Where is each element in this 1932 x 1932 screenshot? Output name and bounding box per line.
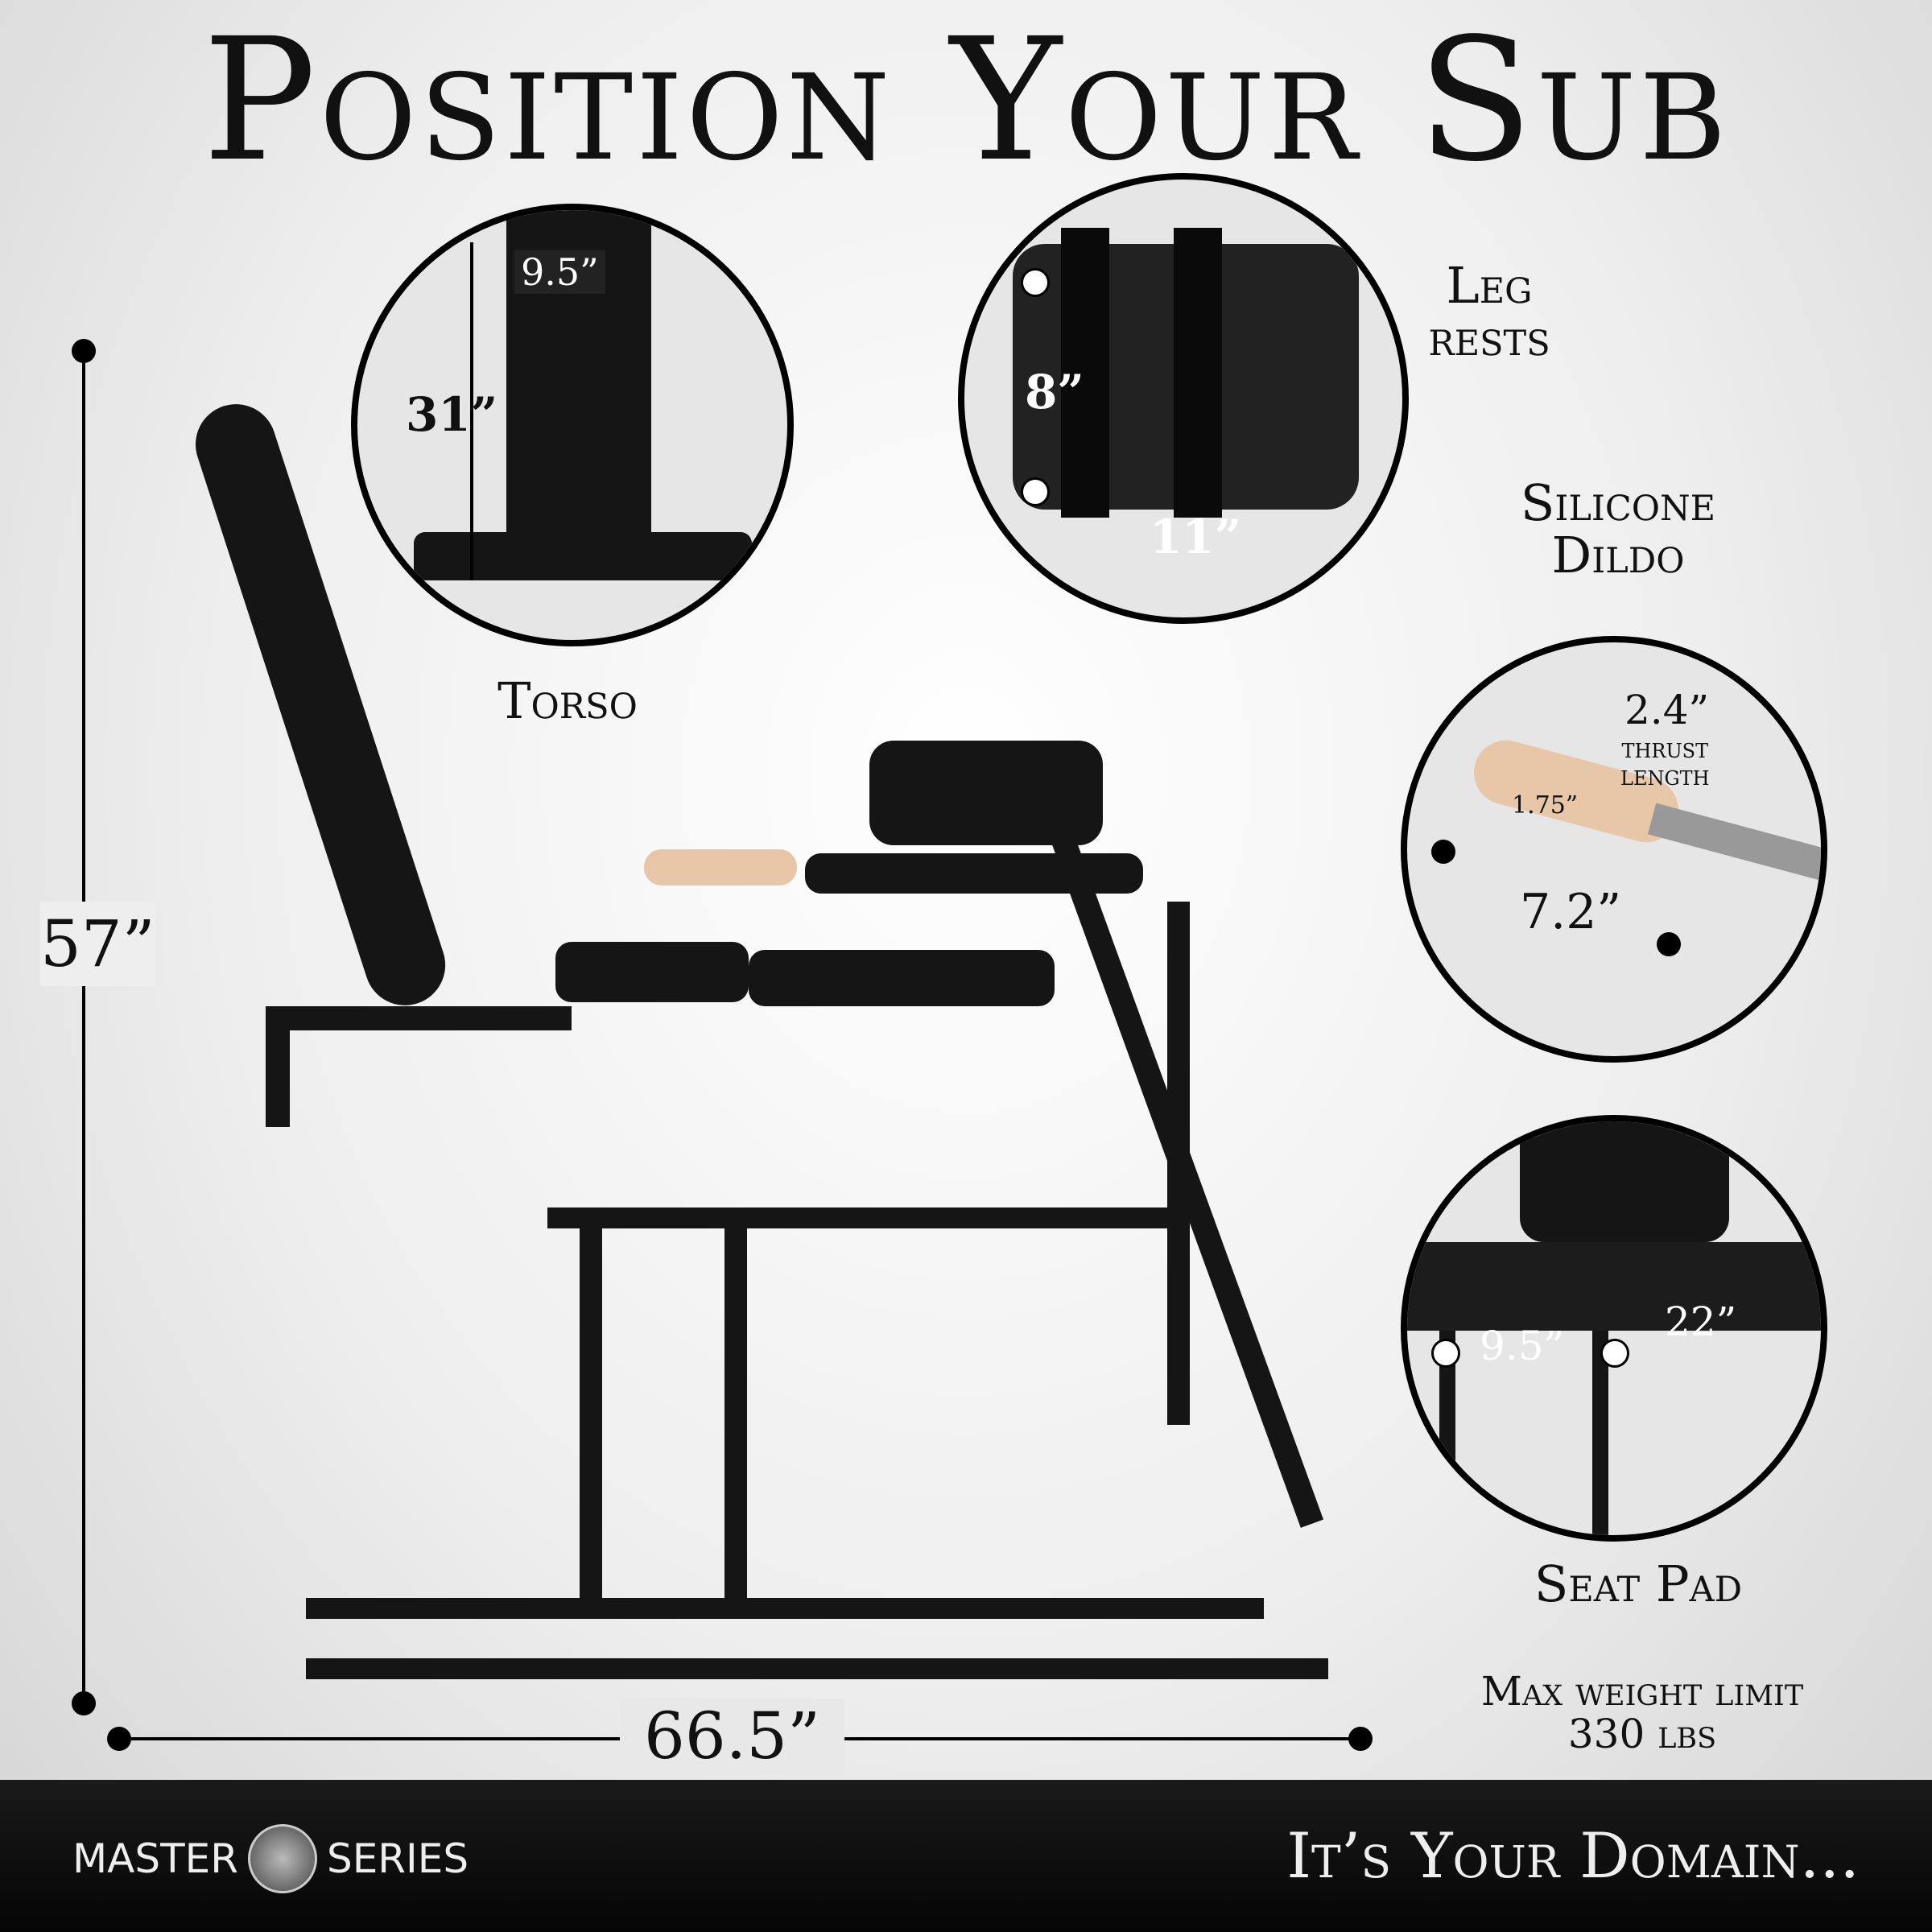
torso-height: 31” (406, 387, 498, 442)
dimension-line (82, 351, 85, 1703)
leg-rests-callout-circle: 8” 11” (958, 173, 1409, 624)
dimension-dot (72, 1691, 96, 1715)
dildo-length: 7.2” (1520, 884, 1622, 940)
silicone-dildo-label: Silicone Dildo (1520, 473, 1716, 585)
dimension-dot (1348, 1727, 1373, 1751)
max-weight-info: Max weight limit 330 lbs (1480, 1668, 1804, 1757)
length-label: 66.5” (620, 1699, 845, 1773)
tagline: It’s Your Domain... (1286, 1820, 1860, 1893)
logo-emblem-icon (247, 1824, 317, 1893)
torso-width: 9.5” (514, 250, 605, 294)
leg-rest-width: 11” (1150, 510, 1242, 564)
dildo-diameter: 1.75” (1512, 791, 1579, 819)
thrust-length-value: 2.4” (1624, 687, 1710, 733)
height-label: 57” (40, 902, 155, 986)
seat-pad-callout-circle: 9.5” 22” (1401, 1115, 1827, 1542)
seat-pad-label: Seat Pad (1534, 1554, 1743, 1613)
leg-rests-label: Leg rests (1428, 256, 1550, 368)
seat-pad-width: 9.5” (1480, 1323, 1565, 1369)
master-series-logo: MASTER SERIES (72, 1824, 469, 1893)
torso-callout-circle: 9.5” 31” (351, 204, 794, 646)
leg-rest-height: 8” (1025, 365, 1084, 419)
torso-label: Torso (497, 671, 638, 730)
page-title: Position Your Sub (202, 2, 1730, 199)
seat-pad-length: 22” (1665, 1298, 1737, 1345)
thrust-length-label: thrust length (1620, 733, 1710, 792)
dildo-callout-circle: 2.4” thrust length 1.75” 7.2” (1401, 636, 1827, 1063)
footer-bar: MASTER SERIES It’s Your Domain... (0, 1780, 1932, 1932)
